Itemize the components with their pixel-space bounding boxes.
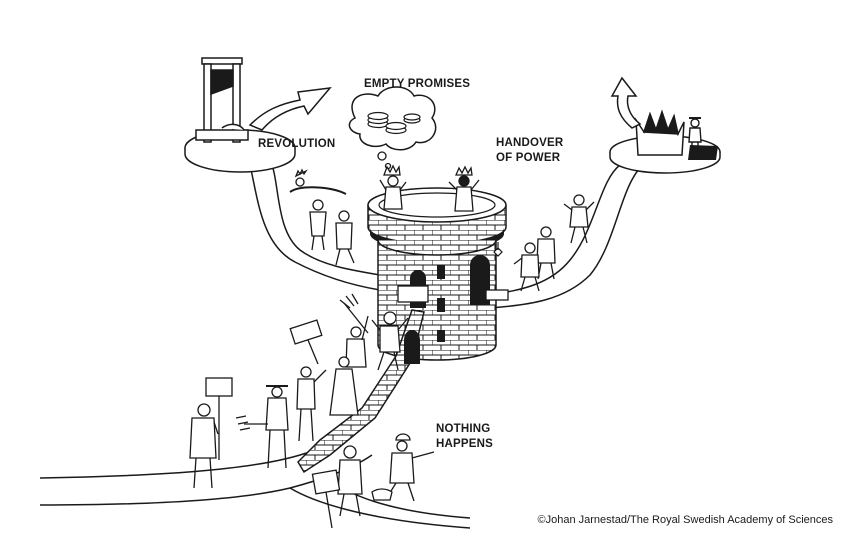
dog-icon xyxy=(371,488,393,501)
person-handover-2 xyxy=(536,226,556,280)
people-revolution-path xyxy=(289,168,355,266)
person-sign-left xyxy=(189,403,219,489)
person-woman-stairs xyxy=(329,356,359,416)
person-stairs-top xyxy=(371,311,409,371)
king-right xyxy=(448,165,480,212)
revolution-arrow-icon xyxy=(248,87,332,131)
pitchfork-2-icon xyxy=(235,415,268,431)
person-walking-2 xyxy=(385,433,435,502)
coins-icon xyxy=(367,111,421,135)
staircase xyxy=(297,309,425,474)
king-left xyxy=(379,164,407,210)
guillotine-icon xyxy=(195,57,249,143)
label-empty-promises: EMPTY PROMISES xyxy=(364,78,471,90)
label-handover-line1: HANDOVER xyxy=(496,137,564,149)
person-carrier-2 xyxy=(335,210,355,266)
people-walking-away xyxy=(311,433,435,529)
person-stairs-2 xyxy=(345,315,369,368)
person-walking-1 xyxy=(337,445,363,517)
image-credit: ©Johan Jarnestad/The Royal Swedish Acade… xyxy=(537,514,834,526)
label-nothing-line2: HAPPENS xyxy=(436,438,493,450)
crown-icon xyxy=(635,109,685,156)
handover-arrow-icon xyxy=(610,76,642,129)
protest-sign-1 xyxy=(289,319,323,365)
label-revolution: REVOLUTION xyxy=(258,138,336,150)
pitchfork-icon xyxy=(339,293,369,334)
handover-path xyxy=(489,164,641,309)
label-handover-of-power: HANDOVER OF POWER xyxy=(496,136,563,166)
label-nothing-line1: NOTHING xyxy=(436,423,491,435)
person-sign-holder xyxy=(296,366,327,442)
person-hat xyxy=(265,385,289,469)
label-handover-line2: OF POWER xyxy=(496,152,561,164)
person-handover-1 xyxy=(563,194,595,244)
crowd-stairs xyxy=(189,293,409,489)
person-carrier-1 xyxy=(309,199,327,251)
person-carried-king xyxy=(289,168,347,195)
empty-promises-bubble xyxy=(348,86,437,170)
people-handover-path xyxy=(513,194,595,292)
label-nothing-happens: NOTHING HAPPENS xyxy=(436,422,493,452)
person-handover-platform xyxy=(688,117,702,154)
protest-sign-2 xyxy=(205,377,233,460)
revolution-path xyxy=(249,159,381,291)
protest-sign-3 xyxy=(311,469,341,529)
person-handover-3 xyxy=(513,242,540,292)
